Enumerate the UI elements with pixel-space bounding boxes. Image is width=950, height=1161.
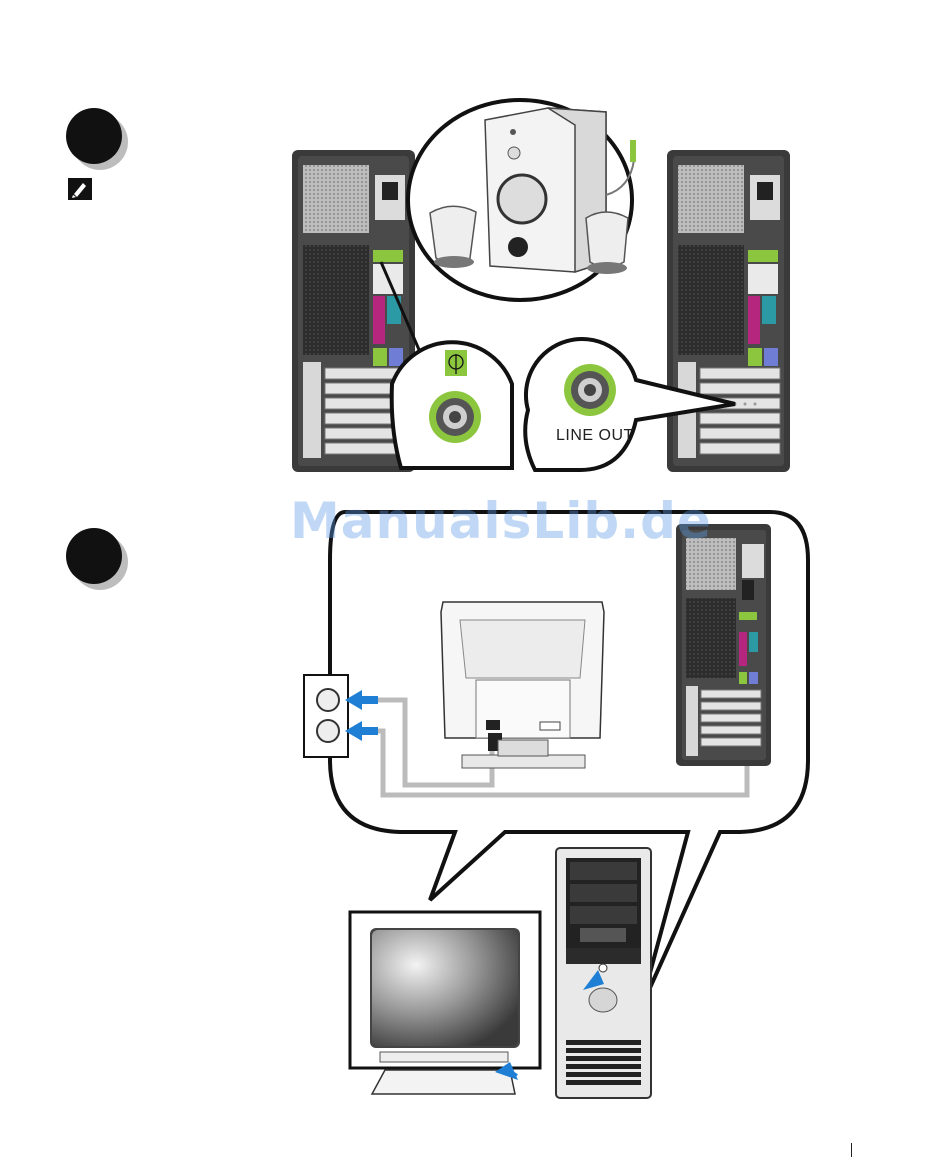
monitor-front [350, 912, 540, 1094]
page-margin-mark [851, 1143, 852, 1157]
wall-outlet [304, 675, 348, 757]
computer-front [556, 848, 651, 1098]
watermark-text: ManualsLib.de [290, 492, 670, 550]
computer-back [676, 524, 771, 766]
